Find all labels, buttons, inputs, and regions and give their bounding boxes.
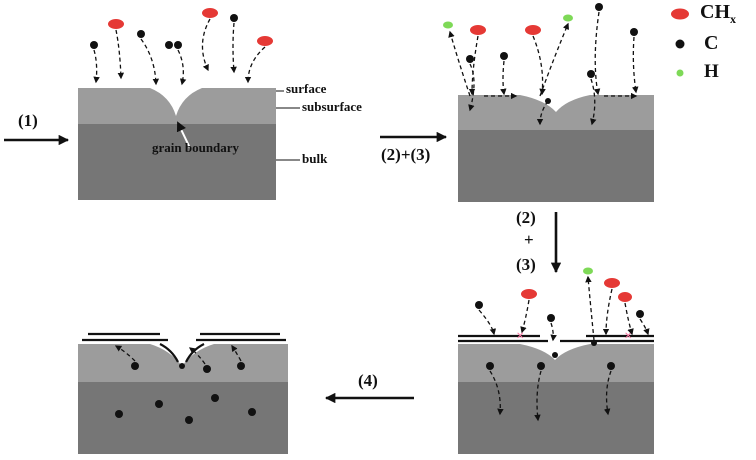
panel-2 [443,3,654,202]
ch-particle [202,8,218,18]
step-2-label: (2) [516,208,536,227]
svg-text:✕: ✕ [624,331,632,342]
svg-text:✕: ✕ [516,331,524,342]
c-particle [90,41,98,49]
panel-1-surface-layer [78,88,276,124]
panel-3: ✕ ✕ [458,267,654,454]
panel-4 [78,332,288,454]
panel-1-bulk [78,124,276,200]
ch-particle [257,36,273,46]
legend-h-label: H [704,61,719,82]
step-2-3-label: (2)+(3) [381,145,431,164]
legend-c-icon [675,39,685,49]
c-particle [174,41,182,49]
legend-ch-text: CH [700,1,730,23]
c-particle [165,41,173,49]
legend-h-icon [676,69,684,77]
ch-particle [108,19,124,29]
subsurface-label: subsurface [302,99,362,114]
c-particle [230,14,238,22]
surface-label: surface [286,81,327,96]
legend-c-label: C [704,32,719,54]
legend-ch-label: CHx [700,1,736,27]
legend [671,8,689,77]
legend-ch-subscript: x [730,12,736,26]
grain-boundary-label: grain boundary [152,140,240,155]
bulk-label: bulk [302,151,328,166]
legend-ch-icon [671,8,689,20]
step-1-label: (1) [18,111,38,130]
c-particle [137,30,145,38]
step-4-label: (4) [358,371,378,390]
panel-1 [78,8,300,200]
step-3-label: (3) [516,255,536,274]
process-arrows [4,131,562,404]
plus-label: + [524,230,534,249]
